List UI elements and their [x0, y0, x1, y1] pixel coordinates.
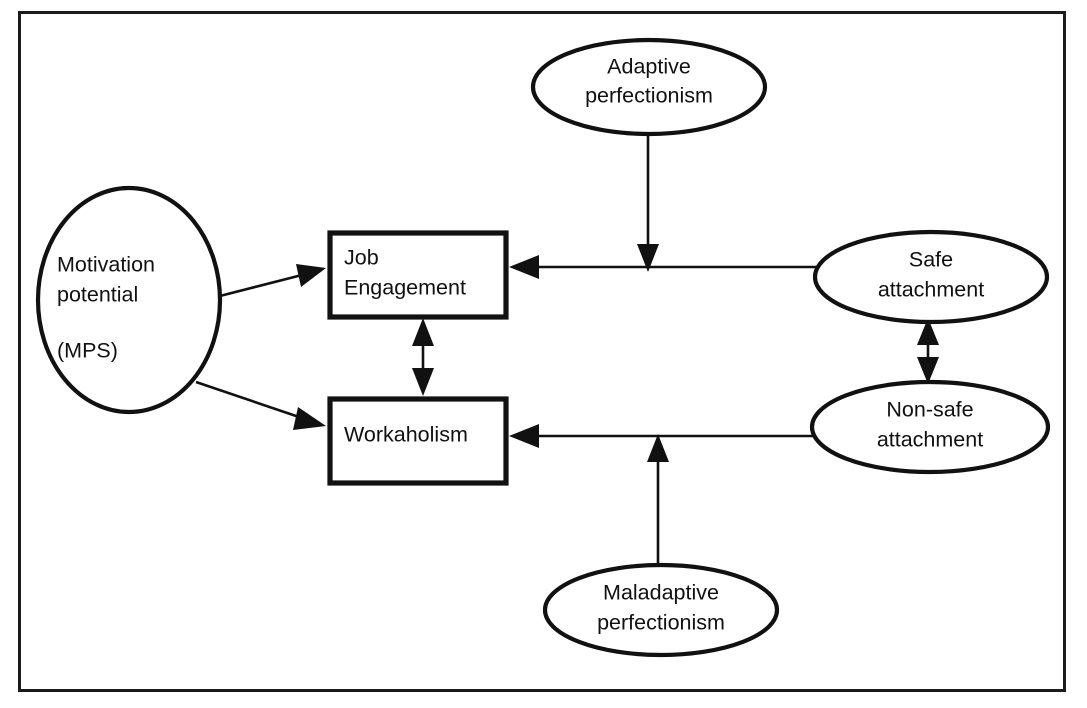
maladaptive-perfectionism-label-line1: Maladaptive — [603, 581, 719, 605]
node-adaptive-perfectionism[interactable]: Adaptive perfectionism — [530, 37, 768, 137]
node-job-engagement[interactable]: Job Engagement — [327, 230, 509, 320]
edge-safe-non-safe-attachment-bidirectional — [917, 318, 939, 384]
edge-mps-to-job-engagement — [215, 264, 326, 299]
job-engagement-box[interactable] — [327, 230, 509, 320]
motivation-potential-label-line1: Motivation — [57, 253, 155, 277]
maladaptive-perfectionism-ellipse[interactable] — [542, 562, 780, 658]
adaptive-perfectionism-ellipse[interactable] — [530, 37, 768, 137]
non-safe-attachment-ellipse[interactable] — [809, 379, 1051, 475]
adaptive-perfectionism-label-line2: perfectionism — [585, 84, 713, 108]
safe-attachment-ellipse[interactable] — [812, 229, 1050, 325]
job-engagement-label-line2: Engagement — [344, 276, 466, 300]
non-safe-attachment-label-line1: Non-safe — [886, 398, 973, 422]
diagram-frame — [18, 11, 1066, 692]
motivation-potential-label-line3: (MPS) — [57, 339, 118, 363]
edge-mps-to-workaholism — [195, 380, 326, 430]
non-safe-attachment-label-line2: attachment — [877, 428, 983, 452]
edge-maladaptive-perfectionism-to-workaholism — [647, 434, 669, 565]
motivation-potential-label-line2: potential — [57, 283, 138, 307]
edge-adaptive-perfectionism-to-job-engagement — [637, 133, 659, 272]
workaholism-label-line1: Workaholism — [344, 423, 468, 447]
edge-safe-attachment-to-job-engagement — [509, 255, 816, 279]
edge-non-safe-attachment-to-workaholism — [509, 424, 814, 448]
node-motivation-potential[interactable]: Motivation potential (MPS) — [35, 185, 223, 415]
adaptive-perfectionism-label-line1: Adaptive — [607, 55, 691, 79]
maladaptive-perfectionism-label-line2: perfectionism — [597, 611, 725, 635]
safe-attachment-label-line1: Safe — [909, 248, 953, 272]
node-safe-attachment[interactable]: Safe attachment — [812, 229, 1050, 325]
node-maladaptive-perfectionism[interactable]: Maladaptive perfectionism — [542, 562, 780, 658]
node-workaholism[interactable]: Workaholism — [327, 396, 509, 486]
workaholism-box[interactable] — [327, 396, 509, 486]
motivation-potential-ellipse[interactable] — [35, 185, 223, 415]
job-engagement-label-line1: Job — [344, 246, 379, 270]
node-non-safe-attachment[interactable]: Non-safe attachment — [809, 379, 1051, 475]
safe-attachment-label-line2: attachment — [878, 278, 984, 302]
edge-job-engagement-workaholism-bidirectional — [412, 318, 434, 396]
